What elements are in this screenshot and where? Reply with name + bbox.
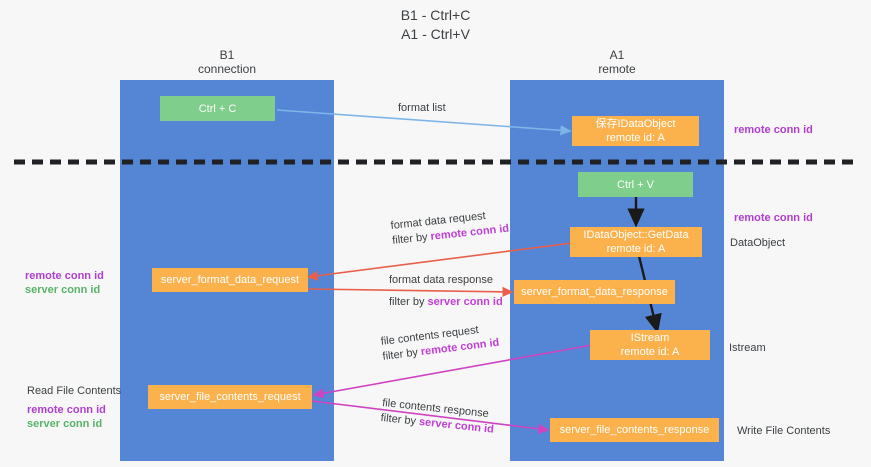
node-istream-line1: IStream (630, 332, 670, 344)
filter-key-server-conn-id: server conn id (427, 296, 503, 308)
column-header-a1: A1 remote (510, 48, 724, 76)
annotation-write-file-contents: Write File Contents (737, 424, 830, 438)
annotation-read-file-contents-text: Read File Contents (27, 385, 122, 397)
edge-label-format-data-response: format data response filter by server co… (389, 273, 503, 310)
node-istream[interactable]: IStream remote id: A (590, 330, 710, 360)
filter-prefix: filter by (380, 411, 420, 428)
annotation-istream-text: Istream (729, 342, 766, 354)
filter-prefix: filter by (391, 230, 432, 247)
filter-prefix: filter by (381, 346, 422, 363)
node-idataobject-getdata-line2: remote id: A (606, 243, 666, 255)
annotation-read-file-contents: Read File Contents (27, 384, 121, 398)
edge-label-format-list-text: format list (398, 102, 446, 114)
node-istream-line2: remote id: A (620, 346, 680, 358)
node-save-idataobject-line1: 保存IDataObject (595, 118, 676, 130)
title-line-1: B1 - Ctrl+C (400, 7, 471, 23)
node-server-file-contents-response[interactable]: server_file_contents_response (550, 418, 719, 442)
node-ctrl-c-label: Ctrl + C (198, 102, 237, 115)
page-title: B1 - Ctrl+C A1 - Ctrl+V (0, 6, 871, 44)
annotation-left-conn-ids: remote conn id server conn id (25, 269, 104, 297)
node-save-idataobject-line2: remote id: A (606, 132, 665, 144)
annotation-left-bottom-server-conn-id: server conn id (27, 418, 103, 430)
annotation-remote-conn-id-top-text: remote conn id (734, 124, 813, 136)
node-server-file-contents-response-label: server_file_contents_response (559, 424, 710, 436)
node-save-idataobject[interactable]: 保存IDataObject remote id: A (572, 116, 699, 146)
edge-label-format-data-request: format data request filter by remote con… (390, 207, 510, 249)
annotation-dataobject: DataObject (730, 236, 785, 250)
column-header-a1-sub: remote (598, 62, 636, 76)
annotation-left-bottom-conn-ids: remote conn id server conn id (27, 403, 106, 431)
node-idataobject-getdata-line1: IDataObject::GetData (583, 229, 689, 241)
node-server-file-contents-request[interactable]: server_file_contents_request (148, 385, 312, 409)
node-server-format-data-response[interactable]: server_format_data_response (514, 280, 675, 304)
edge-label-format-list: format list (398, 101, 446, 116)
title-line-2: A1 - Ctrl+V (401, 26, 470, 42)
column-header-b1-name: B1 (219, 48, 235, 62)
edge-label-file-contents-request: file contents request filter by remote c… (380, 321, 500, 365)
annotation-remote-conn-id-mid: remote conn id (734, 211, 813, 225)
annotation-remote-conn-id-mid-text: remote conn id (734, 212, 813, 224)
annotation-write-file-contents-text: Write File Contents (737, 425, 831, 437)
column-header-b1: B1 connection (120, 48, 334, 76)
annotation-left-remote-conn-id: remote conn id (25, 270, 104, 282)
node-ctrl-v-label: Ctrl + V (617, 178, 654, 191)
column-header-a1-name: A1 (609, 48, 625, 62)
edge-label-format-data-response-filter: filter by server conn id (389, 295, 503, 310)
annotation-remote-conn-id-top: remote conn id (734, 123, 813, 137)
node-idataobject-getdata[interactable]: IDataObject::GetData remote id: A (570, 227, 702, 257)
column-header-b1-sub: connection (197, 62, 257, 76)
node-server-format-data-response-label: server_format_data_response (521, 286, 668, 298)
node-ctrl-v[interactable]: Ctrl + V (578, 172, 693, 197)
node-server-format-data-request[interactable]: server_format_data_request (152, 268, 308, 292)
annotation-istream: Istream (729, 341, 766, 355)
annotation-dataobject-text: DataObject (730, 237, 786, 249)
annotation-left-bottom-remote-conn-id: remote conn id (27, 404, 106, 416)
filter-prefix: filter by (389, 296, 428, 308)
annotation-left-server-conn-id: server conn id (25, 284, 101, 296)
edge-label-file-contents-response: file contents response filter by server … (380, 396, 496, 438)
node-server-format-data-request-label: server_format_data_request (160, 274, 300, 286)
node-ctrl-c[interactable]: Ctrl + C (160, 96, 275, 121)
edge-label-format-data-response-main: format data response (389, 274, 493, 286)
node-server-file-contents-request-label: server_file_contents_request (159, 391, 301, 403)
